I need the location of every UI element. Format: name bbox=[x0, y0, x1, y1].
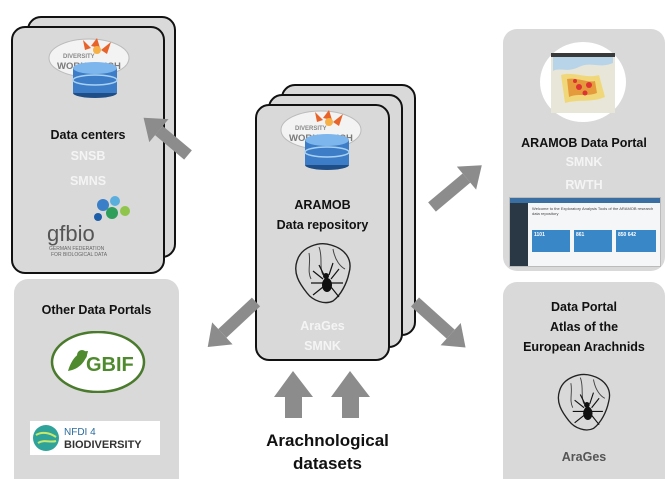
datasets-label-line1: Arachnological bbox=[266, 431, 389, 450]
svg-text:gfbio: gfbio bbox=[47, 221, 95, 246]
atlas-portal-title-line1: Data Portal bbox=[551, 300, 617, 314]
dashboard-stat-2: 861 bbox=[574, 230, 612, 252]
data-centers-item-smns: SMNS bbox=[69, 174, 107, 188]
repository-title-line1: ARAMOB bbox=[294, 198, 351, 212]
arrow-dataset-up-2 bbox=[331, 371, 370, 418]
other-portals-title: Other Data Portals bbox=[41, 303, 152, 317]
dashboard-screenshot: Welcome to the Exploratory Analysis Tool… bbox=[509, 197, 661, 267]
dashboard-heading: Welcome to the Exploratory Analysis Tool… bbox=[532, 206, 654, 216]
nfdi4biodiversity-logo: NFDI 4 BIODIVERSITY bbox=[30, 421, 160, 455]
map-screenshot bbox=[539, 41, 627, 123]
arrow-dataset-up-1 bbox=[274, 371, 313, 418]
svg-text:GERMAN FEDERATION: GERMAN FEDERATION bbox=[49, 246, 105, 252]
gfbio-logo: gfbio GERMAN FEDERATION FOR BIOLOGICAL D… bbox=[45, 193, 145, 261]
datasets-label: Arachnological datasets bbox=[240, 429, 415, 475]
repository-item-arages: AraGes bbox=[300, 319, 345, 333]
atlas-portal-title-line2: Atlas of the bbox=[549, 320, 619, 334]
data-centers-card: DIVERSITY WORKBENCH Data centers SNSB SM… bbox=[11, 26, 165, 274]
svg-text:DIVERSITY: DIVERSITY bbox=[63, 54, 95, 60]
svg-text:FOR BIOLOGICAL DATA: FOR BIOLOGICAL DATA bbox=[51, 252, 108, 258]
dashboard-stat-3: 850 642 bbox=[616, 230, 656, 252]
repository-title-line2: Data repository bbox=[276, 218, 369, 232]
aramob-portal-item-smnk: SMNK bbox=[565, 155, 603, 169]
spider-map-icon bbox=[289, 239, 359, 309]
atlas-portal-title-line3: European Arachnids bbox=[523, 340, 645, 354]
data-centers-item-snsb: SNSB bbox=[70, 149, 106, 163]
atlas-portal-item-arages: AraGes bbox=[561, 450, 607, 464]
dashboard-stat-1: 1101 bbox=[532, 230, 570, 252]
diversity-workbench-logo: DIVERSITY WORKBENCH bbox=[277, 110, 367, 172]
repository-card: DIVERSITY WORKBENCH ARAMOB Data reposito… bbox=[255, 104, 390, 361]
diversity-workbench-logo: DIVERSITY WORKBENCH bbox=[45, 38, 135, 100]
svg-text:GBIF: GBIF bbox=[86, 354, 134, 376]
svg-text:DIVERSITY: DIVERSITY bbox=[295, 126, 327, 132]
gbif-logo: GBIF bbox=[50, 330, 146, 394]
repository-item-smnk: SMNK bbox=[304, 339, 341, 353]
svg-text:NFDI 4: NFDI 4 bbox=[64, 427, 96, 438]
other-portals-panel: Other Data Portals GBIF NFDI 4 BIODIVERS… bbox=[14, 279, 179, 479]
aramob-portal-item-rwth: RWTH bbox=[565, 178, 603, 192]
spider-map-icon bbox=[550, 370, 620, 436]
data-centers-title: Data centers bbox=[50, 128, 126, 142]
atlas-portal-panel: Data Portal Atlas of the European Arachn… bbox=[503, 282, 665, 479]
aramob-portal-panel: ARAMOB Data Portal SMNK RWTH Welcome to … bbox=[503, 29, 665, 271]
datasets-label-line2: datasets bbox=[293, 454, 362, 473]
svg-text:BIODIVERSITY: BIODIVERSITY bbox=[64, 439, 142, 451]
arrow-to-aramob-portal bbox=[428, 165, 482, 212]
aramob-portal-title: ARAMOB Data Portal bbox=[521, 136, 647, 150]
